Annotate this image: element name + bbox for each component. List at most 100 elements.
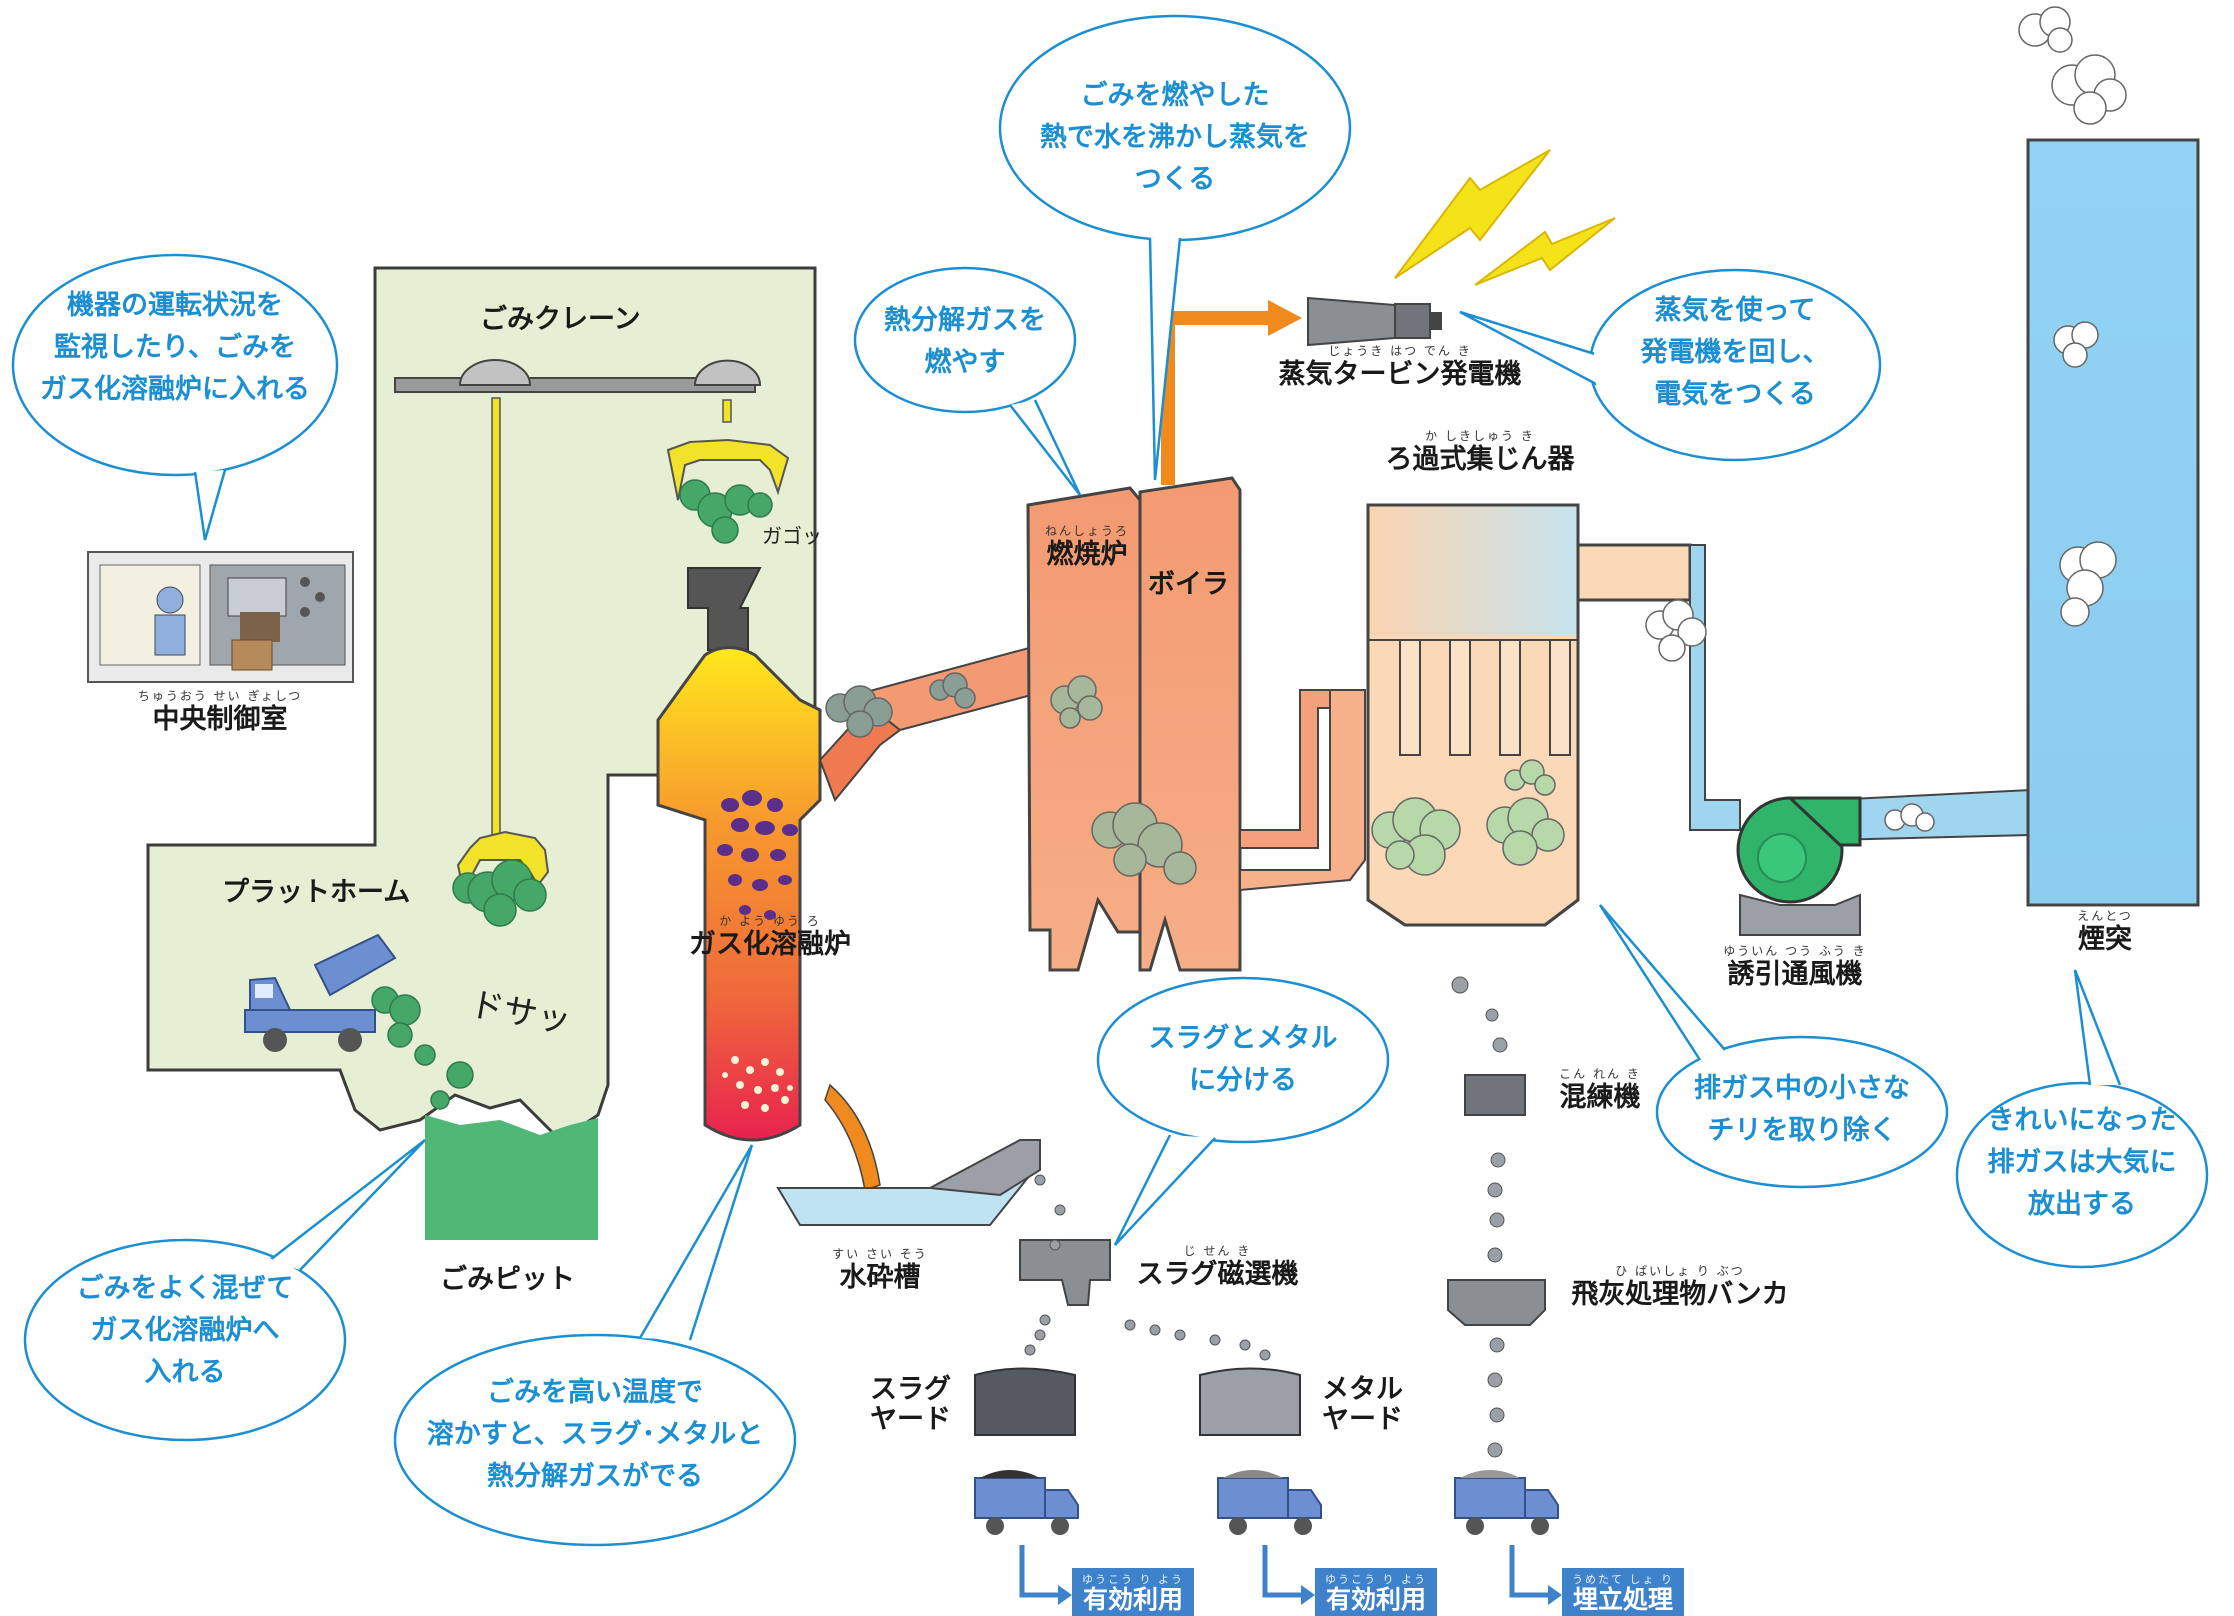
label-magnet: じ せん き スラグ磁選機 bbox=[1125, 1244, 1310, 1291]
destination-arrowheads bbox=[1058, 1585, 1562, 1605]
label-ruby: か しきしゅう き bbox=[1425, 429, 1535, 443]
label-text: 混練機 bbox=[1559, 1082, 1641, 1114]
destination-arrows bbox=[1019, 1545, 1552, 1598]
induced-fan bbox=[1736, 796, 1862, 936]
label-ruby: えんとつ bbox=[2077, 909, 2133, 923]
label-text: ろ過式集じん器 bbox=[1385, 444, 1575, 476]
label-text: 中央制御室 bbox=[152, 704, 288, 736]
bubble-line: 入れる bbox=[144, 1356, 226, 1388]
bubble-line: 監視したり、ごみを bbox=[54, 331, 296, 363]
bubble-line: ガス化溶融炉へ bbox=[90, 1314, 280, 1346]
bubble-line: ガス化溶融炉に入れる bbox=[40, 373, 310, 405]
bubble-line: ごみを燃やした bbox=[1080, 80, 1270, 111]
crane bbox=[394, 359, 790, 888]
pit-garbage bbox=[425, 1115, 598, 1240]
label-text: 水砕槽 bbox=[839, 1262, 921, 1294]
melting-furnace bbox=[656, 567, 1051, 1142]
label-furnace: か よう ゆう ろ ガス化溶融炉 bbox=[680, 914, 860, 960]
bubble-line: 電気をつくる bbox=[1654, 378, 1816, 410]
duct bbox=[1689, 544, 2031, 842]
label-control-room: ちゅうおう せい ぎょしつ 中央制御室 bbox=[115, 689, 325, 736]
destination-text: 埋立処理 bbox=[1572, 1585, 1673, 1614]
label-text: 蒸気タービン発電機 bbox=[1278, 359, 1522, 391]
ash-particles bbox=[1024, 976, 1508, 1458]
destination-reuse-slag: ゆうこう り よう 有効利用 bbox=[1072, 1568, 1194, 1616]
turbine-generator bbox=[1307, 296, 1442, 347]
garbage-clumps bbox=[371, 479, 773, 1110]
furnace-waste-dots bbox=[717, 790, 798, 920]
label-ruby: か よう ゆう ろ bbox=[719, 914, 821, 928]
label-text: ボイラ bbox=[1148, 569, 1229, 600]
label-text: ヤード bbox=[1322, 1403, 1403, 1435]
label-turbine: じょうき はつ でん き 蒸気タービン発電機 bbox=[1260, 344, 1540, 391]
label-text: 燃焼炉 bbox=[1046, 539, 1128, 571]
onomatopoeia-clang: ガゴッ bbox=[762, 524, 822, 548]
bubble-line: 放出する bbox=[2028, 1188, 2136, 1220]
bubble-line: 蒸気を使って bbox=[1654, 295, 1816, 326]
label-ruby: こん れん き bbox=[1559, 1067, 1641, 1081]
label-platform: プラットホーム bbox=[222, 878, 410, 908]
slag-yard bbox=[974, 1367, 1076, 1436]
bubble-pit: ごみをよく混ぜて ガス化溶融炉へ 入れる bbox=[45, 1268, 325, 1394]
label-text: ごみクレーン bbox=[480, 304, 641, 335]
bubble-gas-burn: 熱分解ガスを 燃やす bbox=[875, 300, 1055, 384]
pit-building bbox=[146, 266, 817, 1240]
label-water-tank: すい さい そう 水砕槽 bbox=[820, 1247, 940, 1294]
fly-ash-bunker bbox=[1447, 1279, 1546, 1326]
chimney bbox=[2026, 138, 2200, 907]
label-crane: ごみクレーン bbox=[480, 305, 641, 335]
steam-pipe bbox=[1161, 300, 1302, 485]
label-boiler: ボイラ bbox=[1148, 570, 1229, 600]
label-text: プラットホーム bbox=[222, 877, 411, 908]
bubble-line: つくる bbox=[1134, 163, 1216, 195]
label-text: ごみピット bbox=[440, 1264, 575, 1295]
bubble-generator: 蒸気を使って 発電機を回し、 電気をつくる bbox=[1610, 290, 1860, 416]
bubble-line: ごみを高い温度で bbox=[487, 1377, 703, 1408]
bubble-line: 発電機を回し、 bbox=[1640, 336, 1830, 368]
label-ruby: ねんしょうろ bbox=[1044, 524, 1129, 538]
label-text: 煙突 bbox=[2078, 924, 2132, 956]
destination-reuse-metal: ゆうこう り よう 有効利用 bbox=[1315, 1568, 1437, 1616]
bubble-line: に分ける bbox=[1189, 1064, 1297, 1096]
bubble-line: 排ガス中の小さな bbox=[1694, 1073, 1910, 1104]
label-ruby: すい さい そう bbox=[832, 1247, 928, 1261]
label-fan: ゆういん つう ふう き 誘引通風機 bbox=[1715, 944, 1875, 990]
bubble-filter: 排ガス中の小さな チリを取り除く bbox=[1675, 1068, 1929, 1152]
bubble-line: ごみをよく混ぜて bbox=[76, 1273, 294, 1304]
dump-truck bbox=[244, 933, 397, 1052]
destination-landfill: うめたて しょ り 埋立処理 bbox=[1562, 1568, 1684, 1616]
label-combustor: ねんしょうろ 燃焼炉 bbox=[1032, 524, 1142, 571]
slag-magnet bbox=[1019, 1239, 1111, 1306]
destination-ruby: ゆうこう り よう bbox=[1082, 1573, 1184, 1586]
bubble-line: きれいになった bbox=[1987, 1105, 2177, 1136]
destination-text: 有効利用 bbox=[1082, 1585, 1183, 1614]
bubble-line: スラグとメタル bbox=[1148, 1023, 1338, 1054]
label-text: スラグ磁選機 bbox=[1136, 1259, 1299, 1291]
bubble-melt: ごみを高い温度で 溶かすと、スラグ･メタルと 熱分解ガスがでる bbox=[415, 1372, 775, 1498]
bubble-line: 熱で水を沸かし蒸気を bbox=[1040, 121, 1310, 153]
gas-puffs bbox=[825, 6, 2127, 885]
bubble-fills bbox=[16, 19, 2204, 1542]
kneader bbox=[1464, 1074, 1526, 1116]
label-text: 飛灰処理物バンカ bbox=[1571, 1279, 1789, 1311]
bubble-slag-metal: スラグとメタル に分ける bbox=[1115, 1018, 1371, 1102]
label-chimney: えんとつ 煙突 bbox=[2060, 909, 2150, 956]
label-text: スラグ bbox=[870, 1374, 951, 1405]
bubble-line: 熱分解ガスを bbox=[884, 305, 1046, 336]
destination-ruby: ゆうこう り よう bbox=[1325, 1573, 1427, 1586]
label-metal-yard: メタル ヤード bbox=[1322, 1375, 1403, 1434]
label-text: ヤード bbox=[870, 1403, 951, 1435]
label-ruby: じ せん き bbox=[1183, 1244, 1252, 1258]
furnace-slag-dots bbox=[722, 1056, 793, 1112]
metal-yard bbox=[1199, 1367, 1301, 1436]
label-text: メタル bbox=[1322, 1374, 1403, 1405]
label-slag-yard: スラグ ヤード bbox=[870, 1375, 951, 1434]
bubble-stack: きれいになった 排ガスは大気に 放出する bbox=[1970, 1100, 2194, 1226]
bubble-line: 燃やす bbox=[924, 346, 1006, 378]
label-ruby: ゆういん つう ふう き bbox=[1723, 944, 1867, 958]
lightning-bolts bbox=[1394, 149, 1616, 286]
bubble-line: 機器の運転状況を bbox=[67, 290, 283, 321]
bubble-line: 排ガスは大気に bbox=[1987, 1146, 2177, 1178]
slag-flow bbox=[776, 1083, 1041, 1226]
